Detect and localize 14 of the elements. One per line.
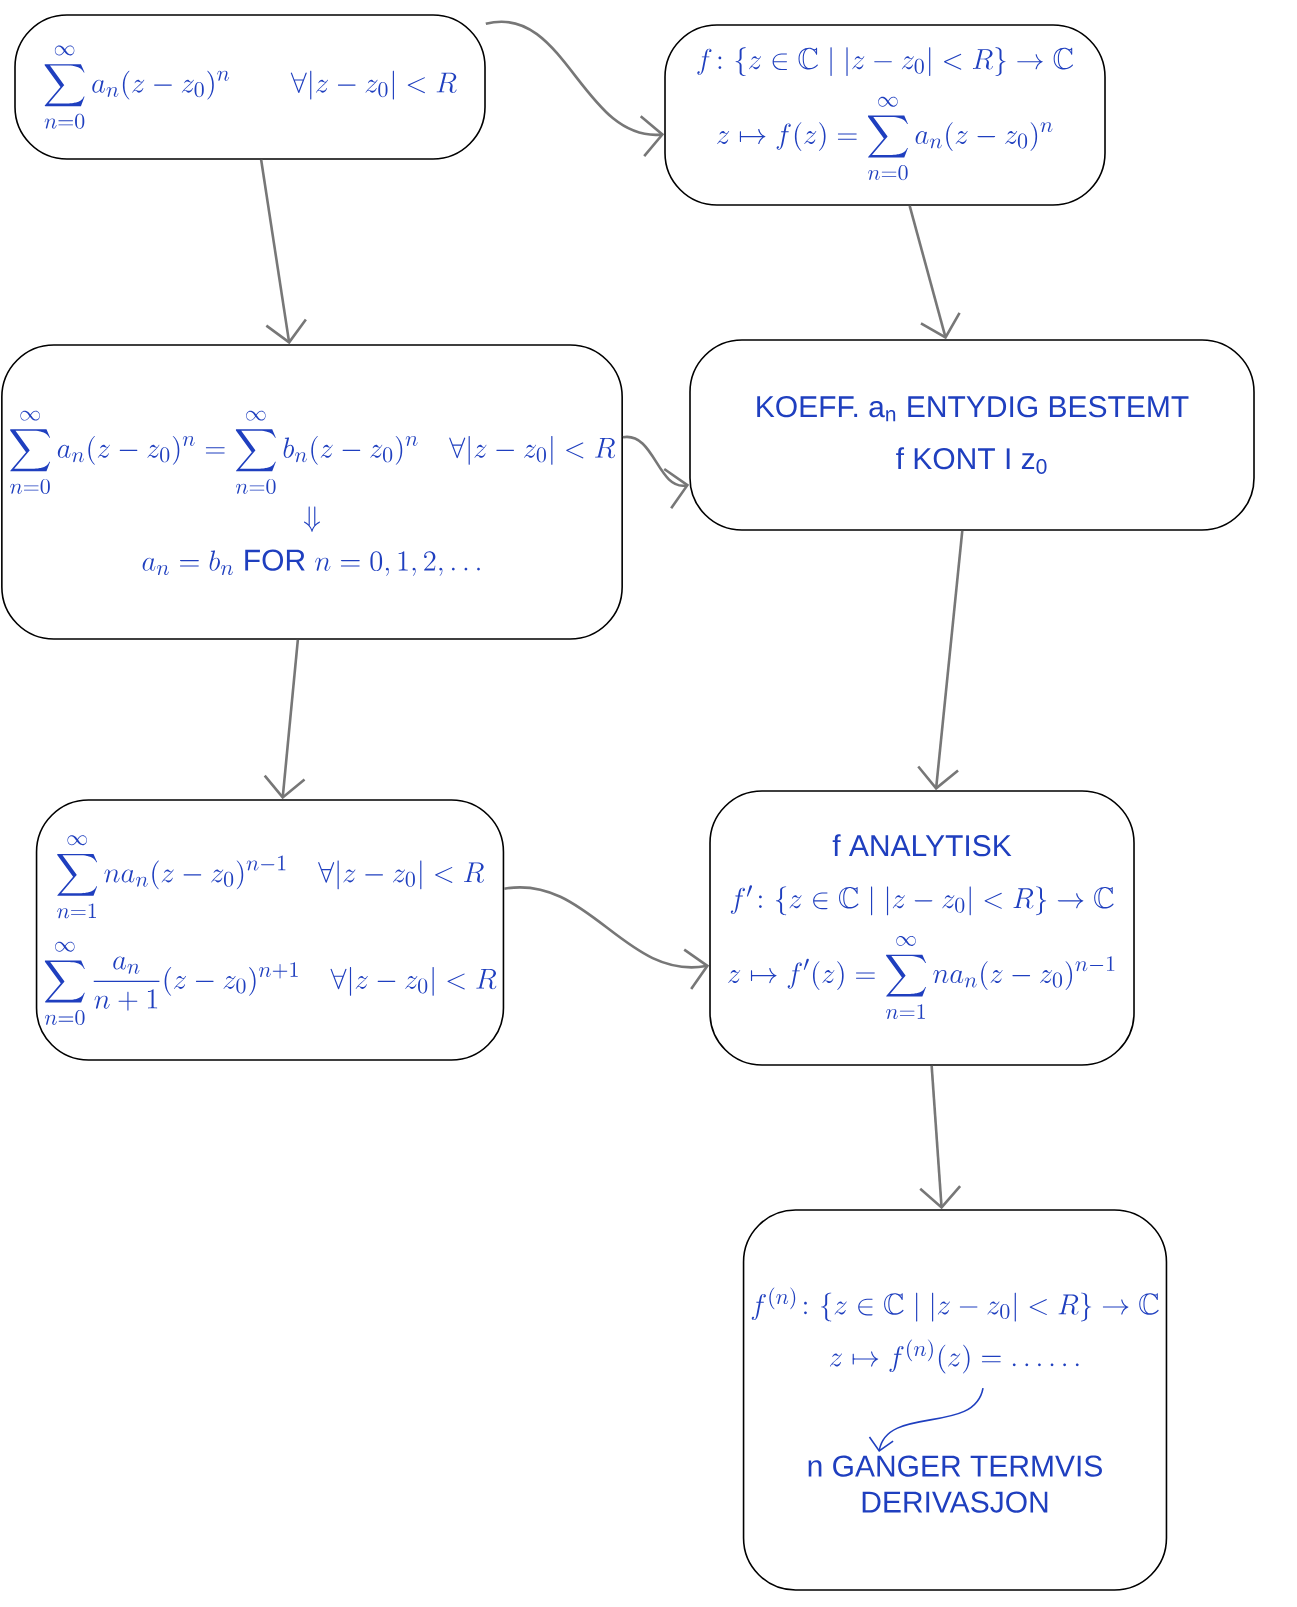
process-box: $\sum_{n=1}^{\infty} n a_n (z-z_0)^{n-1} \quad \forall |z-z_0|<R$ $\sum_{n=0}^{\infty} \frac{a_n}{n+1} (z-z_0)^{n+1} \quad \forall |z-z_0|<R$ — [35, 799, 505, 1061]
process-box: f ANALYTISK $f'\colon \{z\in\mathbb{C} \mid |z-z_0|<R\} \to \mathbb{C}$ $z \mapsto f'(z)=\sum_{n=1}^{\infty} n a_n (z-z_0)^{n-1}$ — [709, 790, 1135, 1066]
arrow — [917, 530, 964, 791]
process-box: KOEFF. a$_{n}$ ENTYDIG BESTEMT f KONT I z$_{0}$ — [689, 339, 1255, 531]
arrow — [504, 886, 710, 990]
arrow — [919, 1065, 962, 1210]
arrow — [908, 205, 961, 340]
process-box: $f^{(n)}\colon \{z\in\mathbb{C} \mid |z-z_0|<R\} \to \mathbb{C}$ $z \mapsto f^{(n)}(z)=\ldots\ldots$ n GANGER TERMVIS DERIVASJON — [742, 1209, 1168, 1591]
arrow — [485, 20, 665, 157]
arrow — [259, 159, 307, 345]
process-box: $\sum_{n=0}^{\infty} a_n (z-z_0)^n = \sum_{n=0}^{\infty} b_n (z-z_0)^n \quad \forall |z-z_0|<R$ $\Downarrow$ $a_n=b_n \ \text{FOR}\ n=0,1,2,\ldots$ — [1, 344, 623, 640]
process-box: $f\colon \{z\in\mathbb{C} \mid |z-z_0|<R\} \to \mathbb{C}$ $z \mapsto f(z)=\sum_{n=0}^{\infty} a_n (z-z_0)^n$ — [664, 24, 1106, 206]
arrow — [263, 639, 306, 800]
process-box: $\sum_{n=0}^{\infty} a_n (z-z_0)^n \qquad \forall |z-z_0|<R$ — [14, 14, 486, 160]
